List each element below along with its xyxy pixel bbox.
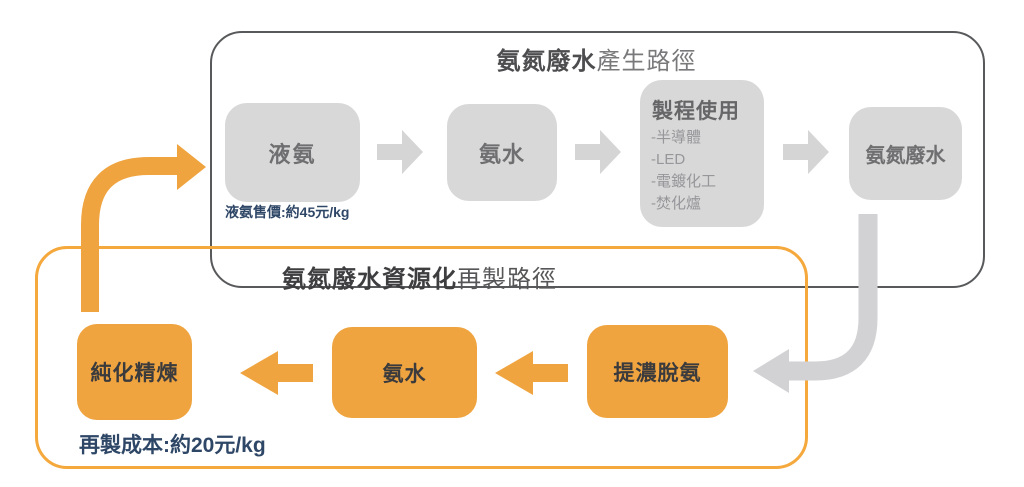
node-ammonia-water-top: 氨水 bbox=[447, 104, 557, 201]
process-use-item: -LED bbox=[651, 151, 686, 168]
process-use-item: -半導體 bbox=[651, 129, 701, 146]
production-path-title-bold: 氨氮廢水 bbox=[496, 48, 597, 75]
flow-left-arrow-icon bbox=[495, 351, 568, 395]
flow-right-arrow-icon bbox=[575, 130, 621, 174]
production-path-frame bbox=[210, 31, 985, 288]
node-concentrate-deammonia-label: 提濃脫氨 bbox=[613, 361, 702, 385]
recycle-path-title-bold: 氨氮廢水資源化 bbox=[282, 266, 457, 293]
liquid-ammonia-price-note: 液氨售價:約45元/kg bbox=[225, 204, 350, 220]
node-process-use: 製程使用 -半導體 -LED -電鍍化工 -焚化爐 bbox=[640, 80, 764, 227]
recycle-path-title-rest: 再製路徑 bbox=[457, 266, 557, 293]
node-ammonia-wastewater: 氨氮廢水 bbox=[849, 107, 962, 200]
node-ammonia-water-bottom-label: 氨水 bbox=[382, 362, 427, 386]
process-use-item: -電鍍化工 bbox=[651, 173, 716, 190]
production-path-title: 氨氮廢水產生路徑 bbox=[210, 41, 983, 76]
node-process-use-label: 製程使用 bbox=[652, 100, 740, 123]
node-ammonia-wastewater-label: 氨氮廢水 bbox=[865, 145, 946, 167]
node-ammonia-water-top-label: 氨水 bbox=[478, 141, 525, 167]
node-ammonia-water-bottom: 氨水 bbox=[332, 327, 477, 418]
production-path-title-rest: 產生路徑 bbox=[596, 48, 697, 75]
node-purification-label: 純化精煉 bbox=[90, 362, 179, 385]
node-purification: 純化精煉 bbox=[77, 324, 192, 420]
recycle-path-title: 氨氮廢水資源化再製路徑 bbox=[35, 259, 804, 294]
node-liquid-ammonia-label: 液氨 bbox=[268, 141, 317, 167]
flow-left-arrow-icon bbox=[240, 351, 313, 395]
process-use-item: -焚化爐 bbox=[651, 195, 701, 212]
flow-right-arrow-icon bbox=[377, 130, 423, 174]
remanufacture-cost-note: 再製成本:約20元/kg bbox=[79, 434, 266, 457]
flow-right-arrow-icon bbox=[783, 130, 829, 174]
node-concentrate-deammonia: 提濃脫氨 bbox=[587, 325, 728, 418]
node-liquid-ammonia: 液氨 bbox=[225, 103, 360, 202]
